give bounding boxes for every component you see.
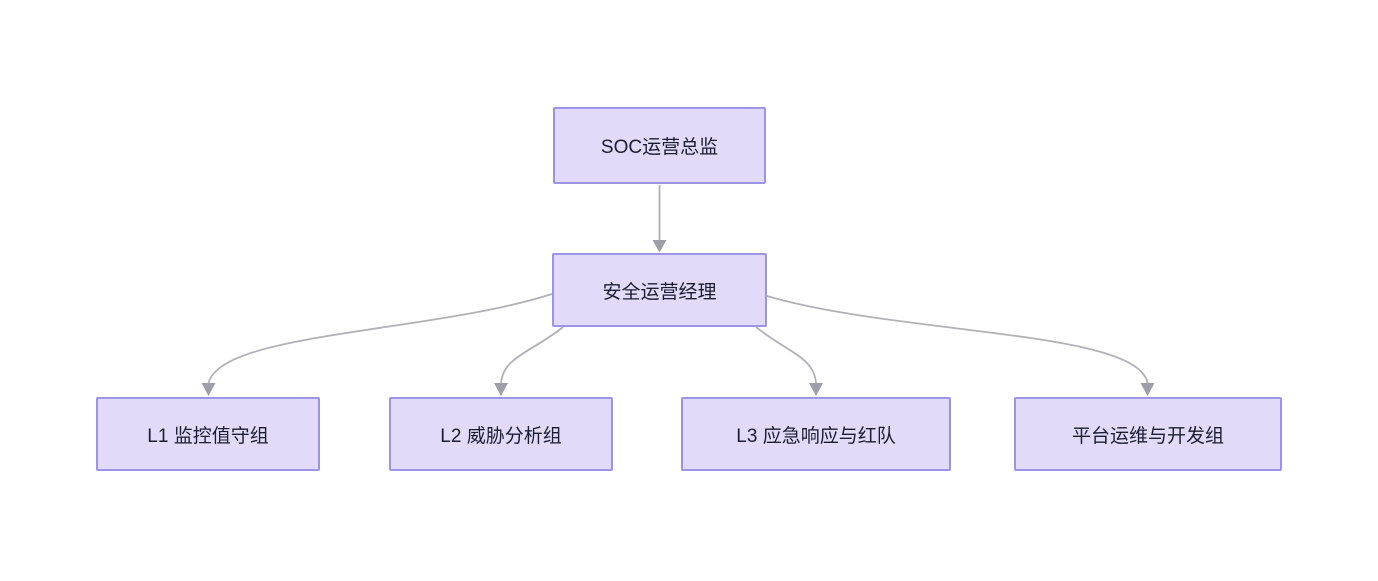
edge-manager-l3 xyxy=(755,326,817,384)
edge-manager-l1 xyxy=(207,293,553,384)
arrowhead-l2 xyxy=(494,383,508,396)
edge-manager-l2 xyxy=(500,326,564,384)
node-l3-incident-response-redteam: L3 应急响应与红队 xyxy=(681,397,951,471)
arrowhead-l3 xyxy=(809,383,823,396)
arrowhead-platform xyxy=(1140,383,1155,396)
node-security-ops-manager: 安全运营经理 xyxy=(552,253,767,327)
arrowhead-manager xyxy=(652,240,667,253)
edge-manager-platform xyxy=(766,295,1149,384)
node-soc-director: SOC运营总监 xyxy=(553,107,766,184)
node-l2-threat-analysis-team: L2 威胁分析组 xyxy=(389,397,613,471)
node-platform-ops-dev-team: 平台运维与开发组 xyxy=(1014,397,1282,471)
node-l1-monitoring-team: L1 监控值守组 xyxy=(96,397,320,471)
arrowhead-l1 xyxy=(201,383,216,396)
